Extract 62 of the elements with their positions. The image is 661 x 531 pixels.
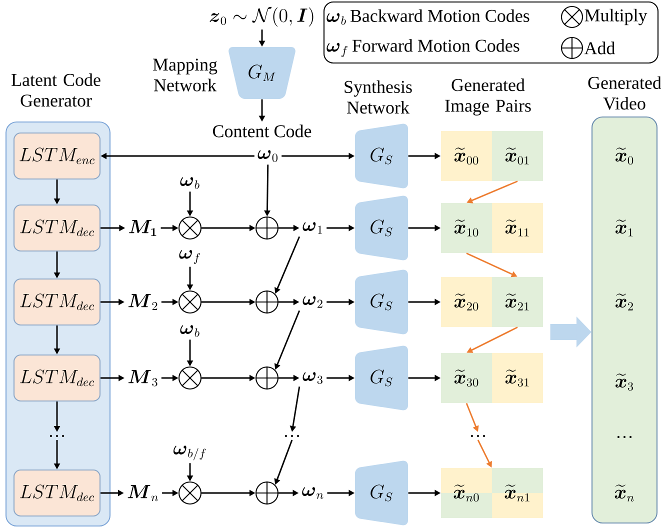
network-label: Mapping Network bbox=[153, 58, 218, 92]
code-label: $\boldsymbol{\omega}_2$ bbox=[302, 296, 322, 308]
frame-label: $\widetilde{\boldsymbol{x}}_1$ bbox=[616, 220, 633, 236]
image-cell: $\widetilde{\boldsymbol{x}}_{10}$ bbox=[441, 203, 492, 253]
image-cell: $\widetilde{\boldsymbol{x}}_{30}$ bbox=[441, 353, 492, 403]
network-trapezoid: $G_S$ bbox=[355, 270, 408, 334]
frame-label: $\widetilde{\boldsymbol{x}}_0$ bbox=[616, 148, 634, 165]
content-code-label: Content Code bbox=[213, 124, 312, 138]
network-trapezoid: $G_M$ bbox=[228, 47, 296, 99]
image-cell: $\widetilde{\boldsymbol{x}}_{31}$ bbox=[492, 353, 543, 403]
image-cell: $\widetilde{\boldsymbol{x}}_{20}$ bbox=[441, 277, 492, 327]
code-label: $\boldsymbol{\omega}_0$ bbox=[258, 150, 278, 162]
motion-code-label: $\boldsymbol{\omega}_b$ bbox=[180, 177, 200, 189]
frame-label: $\widetilde{\boldsymbol{x}}_n$ bbox=[614, 484, 634, 502]
lstm-box: $LSTM_{dec}$ bbox=[13, 354, 101, 402]
code-label: $\boldsymbol{\omega}_n$ bbox=[302, 487, 324, 499]
motion-label: $\boldsymbol{M}_2$ bbox=[128, 294, 158, 310]
lstm-box: $LSTM_{dec}$ bbox=[13, 278, 101, 326]
add-symbol bbox=[255, 290, 279, 314]
code-label: $\boldsymbol{\omega}_3$ bbox=[302, 372, 322, 384]
lstm-box: $LSTM_{enc}$ bbox=[13, 132, 101, 180]
legend-text: $\boldsymbol{\omega}_f\,\text{Forward Motion Codes}$ bbox=[326, 39, 520, 57]
ellipsis: … bbox=[284, 434, 300, 438]
motion-label: $\boldsymbol{M}_3$ bbox=[128, 370, 158, 386]
motion-label: $\boldsymbol{M_1}$ bbox=[129, 220, 156, 236]
ellipsis: … bbox=[617, 436, 632, 438]
frame-label: $\widetilde{\boldsymbol{x}}_3$ bbox=[616, 374, 634, 391]
legend-text: $\boldsymbol{\omega}_b\,\text{Backward Motion Codes}$ bbox=[326, 9, 530, 25]
lstm-box: $LSTM_{dec}$ bbox=[13, 204, 101, 252]
motion-code-label: $\boldsymbol{\omega}_f$ bbox=[179, 250, 200, 264]
image-cell: $\widetilde{\boldsymbol{x}}_{n1}$ bbox=[492, 468, 543, 518]
add-symbol bbox=[255, 481, 279, 505]
multiply-symbol bbox=[178, 481, 202, 505]
ellipsis: … bbox=[50, 434, 64, 438]
image-cell: $\widetilde{\boldsymbol{x}}_{01}$ bbox=[492, 131, 543, 181]
network-trapezoid: $G_S$ bbox=[355, 460, 408, 526]
panel-heading: Latent Code Generator bbox=[12, 73, 100, 107]
panel-heading: Generated Video bbox=[588, 76, 661, 110]
multiply-symbol bbox=[178, 216, 202, 240]
legend-text: Multiply bbox=[584, 8, 648, 26]
multiply-symbol bbox=[178, 290, 202, 314]
image-cell: $\widetilde{\boldsymbol{x}}_{n0}$ bbox=[441, 468, 492, 518]
add-symbol bbox=[255, 366, 279, 390]
image-cell: $\widetilde{\boldsymbol{x}}_{21}$ bbox=[492, 277, 543, 327]
noise-formula: $\boldsymbol{z}_0\sim\mathcal{N}(0,\boldsymbol{I})$ bbox=[210, 6, 314, 27]
network-trapezoid: $G_S$ bbox=[355, 346, 408, 410]
network-trapezoid: $G_S$ bbox=[355, 124, 408, 188]
legend-text: Add bbox=[584, 42, 616, 54]
multiply-symbol bbox=[178, 366, 202, 390]
image-cell: $\widetilde{\boldsymbol{x}}_{11}$ bbox=[492, 203, 543, 253]
motion-code-label: $\boldsymbol{\omega}_{b/f}$ bbox=[173, 446, 206, 460]
add-symbol bbox=[255, 216, 279, 240]
code-label: $\boldsymbol{\omega}_1$ bbox=[302, 222, 322, 234]
motion-code-label: $\boldsymbol{\omega}_b$ bbox=[180, 325, 200, 337]
ellipsis: … bbox=[470, 434, 486, 438]
column-heading: Synthesis Network bbox=[344, 80, 412, 114]
frame-label: $\widetilde{\boldsymbol{x}}_2$ bbox=[616, 294, 633, 310]
network-trapezoid: $G_S$ bbox=[355, 196, 408, 260]
motion-label: $\boldsymbol{M}_n$ bbox=[128, 484, 158, 502]
image-cell: $\widetilde{\boldsymbol{x}}_{00}$ bbox=[441, 131, 492, 181]
column-heading: Generated Image Pairs bbox=[445, 78, 531, 116]
lstm-box: $LSTM_{dec}$ bbox=[13, 469, 101, 517]
